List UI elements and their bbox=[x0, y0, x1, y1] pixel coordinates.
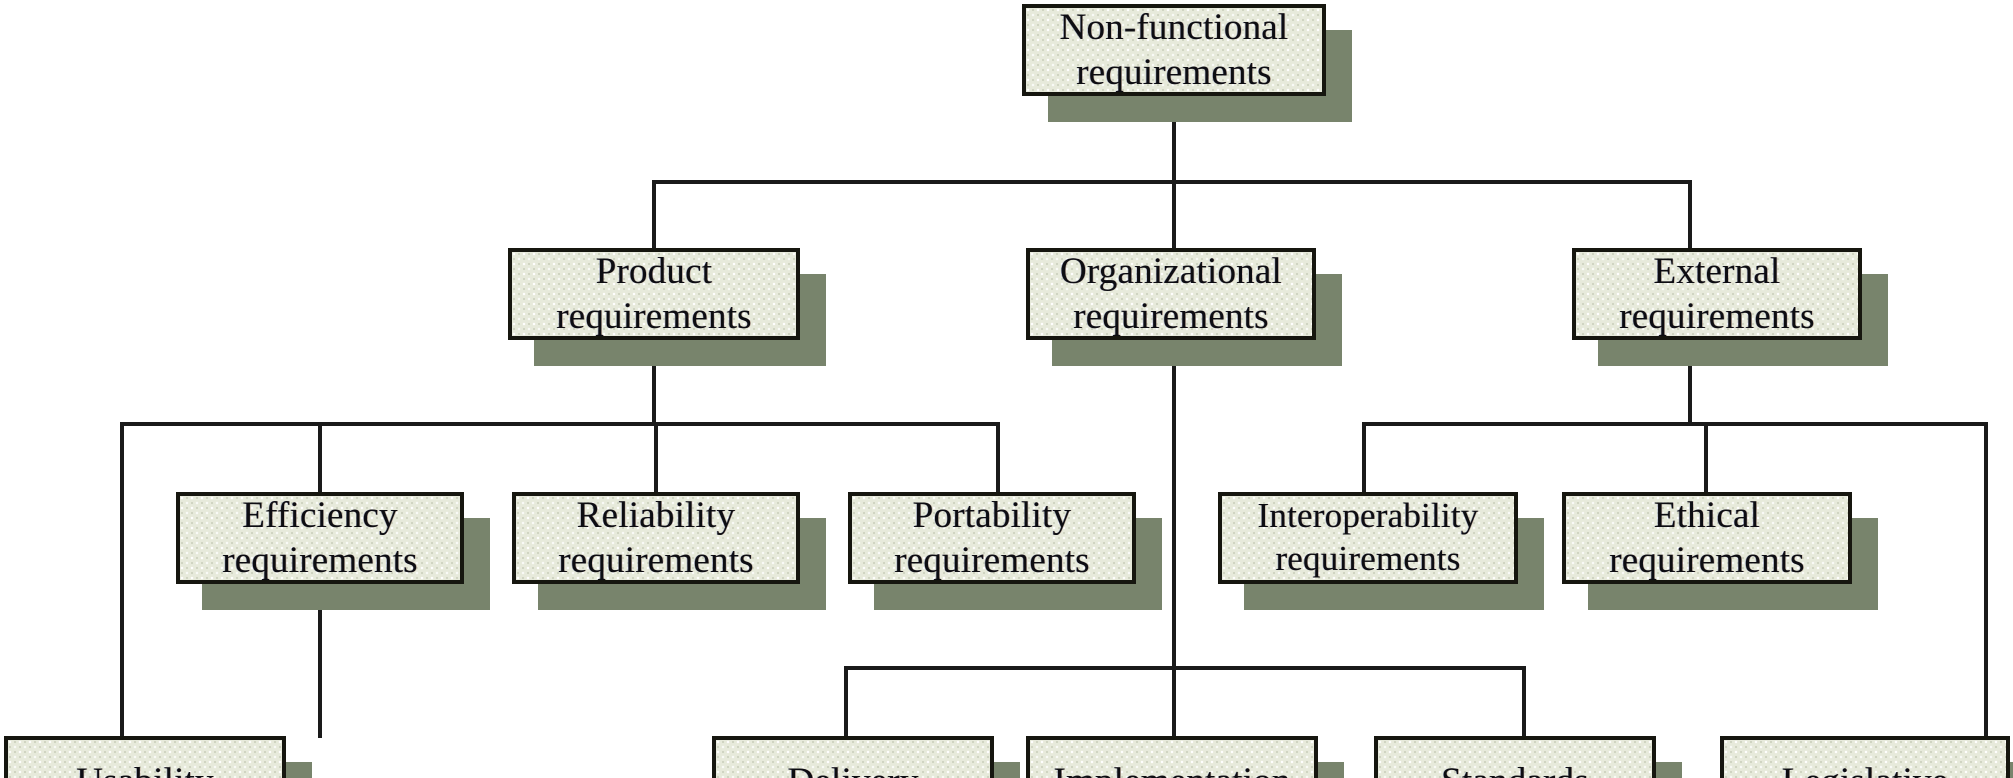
edge-drop-efficiency bbox=[318, 422, 322, 494]
edge-drop-external bbox=[1688, 180, 1692, 250]
edge-level1-bus bbox=[652, 180, 1690, 184]
node-product[interactable]: Product requirements bbox=[508, 248, 800, 340]
node-label-interoperability: Interoperability requirements bbox=[1257, 496, 1479, 578]
edge-drop-standards bbox=[1522, 666, 1526, 738]
edge-drop-implementation bbox=[1172, 666, 1176, 738]
node-interoperability[interactable]: Interoperability requirements bbox=[1218, 492, 1518, 584]
edge-external-bus bbox=[1362, 422, 1988, 426]
node-ethical[interactable]: Ethical requirements bbox=[1562, 492, 1852, 584]
node-label-root: Non-functional requirements bbox=[1059, 6, 1289, 93]
node-label-delivery: Delivery bbox=[777, 759, 928, 778]
edge-drop-portability bbox=[996, 422, 1000, 494]
node-label-implementation: Implementation bbox=[1043, 759, 1300, 778]
node-organizational[interactable]: Organizational requirements bbox=[1026, 248, 1316, 340]
edge-drop-organizational bbox=[1172, 180, 1176, 250]
edge-root-stem bbox=[1172, 96, 1176, 182]
node-external[interactable]: External requirements bbox=[1572, 248, 1862, 340]
edge-drop-delivery bbox=[844, 666, 848, 738]
node-delivery[interactable]: Delivery bbox=[712, 736, 994, 778]
node-implementation[interactable]: Implementation bbox=[1026, 736, 1318, 778]
node-label-usability: Usability bbox=[66, 759, 223, 778]
node-standards[interactable]: Standards bbox=[1374, 736, 1656, 778]
node-label-organizational: Organizational requirements bbox=[1060, 250, 1282, 337]
node-label-standards: Standards bbox=[1431, 759, 1599, 778]
node-legislative[interactable]: Legislative bbox=[1720, 736, 2010, 778]
node-label-external: External requirements bbox=[1619, 250, 1815, 337]
node-usability[interactable]: Usability bbox=[4, 736, 286, 778]
edge-drop-reliability bbox=[654, 422, 658, 494]
edge-organizational-bus bbox=[844, 666, 1526, 670]
node-label-product: Product requirements bbox=[556, 250, 752, 337]
node-efficiency[interactable]: Efficiency requirements bbox=[176, 492, 464, 584]
edge-drop-interoperability bbox=[1362, 422, 1366, 494]
edge-product-bus bbox=[120, 422, 1000, 426]
node-label-reliability: Reliability requirements bbox=[558, 494, 754, 581]
node-label-efficiency: Efficiency requirements bbox=[222, 494, 418, 581]
node-label-portability: Portability requirements bbox=[894, 494, 1090, 581]
edge-external-stem bbox=[1688, 338, 1692, 424]
node-portability[interactable]: Portability requirements bbox=[848, 492, 1136, 584]
edge-drop-legislative bbox=[1984, 422, 1988, 738]
node-label-ethical: Ethical requirements bbox=[1609, 494, 1805, 581]
edge-drop-product bbox=[652, 180, 656, 250]
edge-organizational-stem bbox=[1172, 338, 1176, 670]
edge-drop-ethical bbox=[1704, 422, 1708, 494]
node-root[interactable]: Non-functional requirements bbox=[1022, 4, 1326, 96]
node-label-legislative: Legislative bbox=[1772, 759, 1959, 778]
edge-product-stem bbox=[652, 338, 656, 424]
edge-drop-usability-long bbox=[120, 422, 124, 736]
edge-efficiency-stem bbox=[318, 582, 322, 738]
node-reliability[interactable]: Reliability requirements bbox=[512, 492, 800, 584]
